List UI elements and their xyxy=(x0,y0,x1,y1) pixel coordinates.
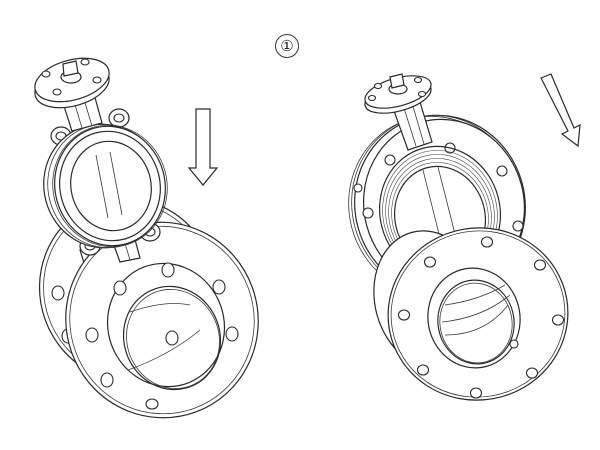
left-valve-neck xyxy=(34,57,110,132)
right-valve-assembly xyxy=(348,73,581,401)
right-front-flange xyxy=(387,227,569,401)
right-direction-arrow-diagonal xyxy=(540,73,581,148)
left-valve-assembly xyxy=(34,57,259,419)
left-valve-body xyxy=(43,108,168,263)
right-valve-neck xyxy=(364,73,433,151)
left-direction-arrow-down xyxy=(187,108,219,186)
step-number-marker: ① xyxy=(275,34,299,58)
left-front-flange xyxy=(65,221,259,419)
